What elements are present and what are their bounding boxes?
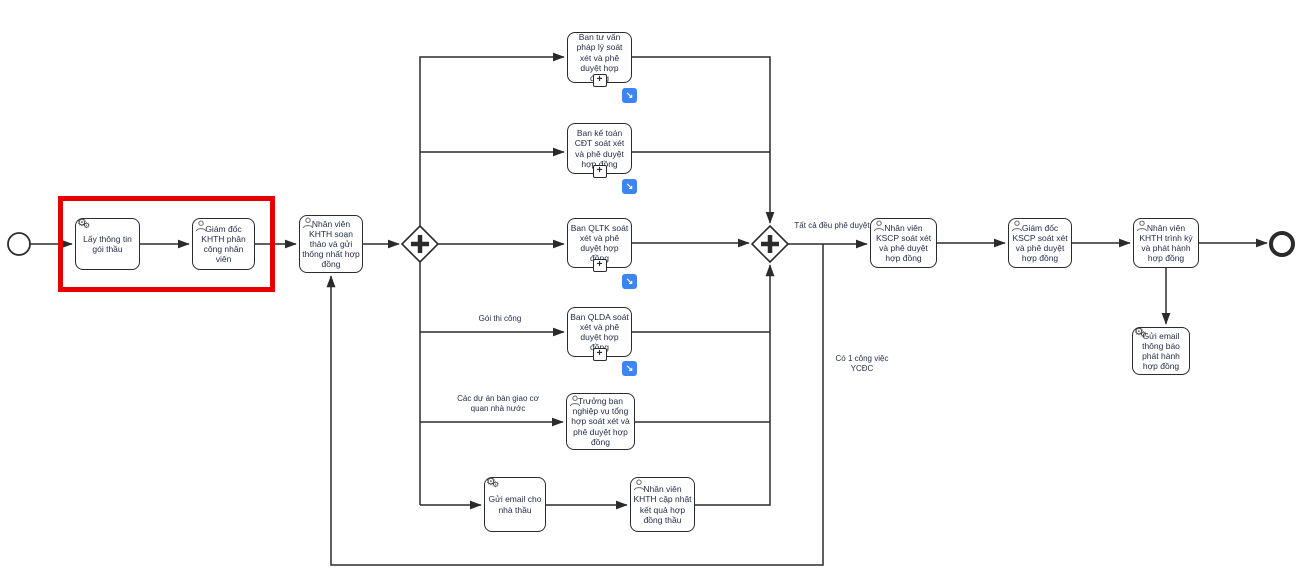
- task-gd-kscp-soat-xet[interactable]: Giám đốc KSCP soát xét và phê duyệt hợp …: [1008, 218, 1072, 268]
- gears-icon: ⚙⚙: [486, 476, 500, 489]
- task-label: Nhân viên KHTH cập nhật kết quả hợp đồng…: [633, 484, 692, 525]
- task-label: Nhân viên KSCP soát xét và phê duyệt hợp…: [875, 222, 932, 264]
- link-arrow-glyph: ↘: [625, 363, 634, 373]
- task-gui-email-thong-bao[interactable]: ⚙⚙ Gửi email thông báo phát hành hợp đồn…: [1132, 327, 1190, 375]
- end-event[interactable]: [1269, 231, 1295, 257]
- subprocess-plus-icon[interactable]: +: [592, 74, 607, 87]
- drill-down-link-icon[interactable]: ↘: [622, 274, 637, 289]
- task-label: Trưởng ban nghiệp vụ tổng hợp soát xét v…: [571, 396, 630, 447]
- task-label: Nhân viên KHTH soạn thảo và gửi thống nh…: [302, 218, 360, 270]
- task-label: Gửi email thông báo phát hành hợp đồng: [1142, 330, 1180, 372]
- link-arrow-glyph: ↘: [625, 276, 634, 286]
- task-gui-email-nha-thau[interactable]: ⚙⚙ Gửi email cho nhà thầu: [484, 477, 546, 532]
- task-label: Giám đốc KSCP soát xét và phê duyệt hợp …: [1012, 222, 1068, 264]
- task-label: Lấy thông tin gói thầu: [83, 233, 132, 254]
- task-truong-ban-nghiep-vu[interactable]: Trưởng ban nghiệp vụ tổng hợp soát xét v…: [566, 393, 635, 450]
- subprocess-ban-qltk[interactable]: Ban QLTK soát xét và phê duyệt hợp đồng …: [567, 218, 632, 272]
- task-label: Giám đốc KHTH phân công nhân viên: [201, 223, 246, 265]
- drill-down-link-icon[interactable]: ↘: [622, 179, 637, 194]
- subprocess-plus-icon[interactable]: +: [592, 348, 607, 361]
- link-arrow-glyph: ↘: [625, 181, 634, 191]
- start-event[interactable]: [7, 232, 31, 256]
- drill-down-link-icon[interactable]: ↘: [622, 361, 637, 376]
- subprocess-plus-icon[interactable]: +: [592, 165, 607, 178]
- link-arrow-glyph: ↘: [625, 90, 634, 100]
- plus-icon: [411, 235, 429, 253]
- task-lay-thong-tin[interactable]: ⚙⚙ Lấy thông tin gói thầu: [75, 218, 140, 270]
- parallel-gateway-join[interactable]: [750, 224, 790, 264]
- flow-branch-1-to-join: [632, 56, 775, 224]
- subprocess-ban-tu-van-phap-ly[interactable]: Ban tư vấn pháp lý soát xét và phê duyệt…: [567, 32, 632, 87]
- task-label: Ban QLDA soát xét và phê duyệt hợp đồng: [570, 311, 629, 352]
- parallel-gateway-split[interactable]: [400, 224, 440, 264]
- edge-label-co-1-cong-viec-ycdc: Có 1 công việc YCĐC: [835, 354, 889, 373]
- task-khth-cap-nhat-ket-qua[interactable]: Nhân viên KHTH cập nhật kết quả hợp đồng…: [630, 477, 695, 532]
- edge-label-tat-ca-deu-phe-duyet: Tất cả đều phê duyệt: [794, 221, 870, 230]
- task-label: Ban QLTK soát xét và phê duyệt hợp đồng: [570, 222, 629, 263]
- task-nv-kscp-soat-xet[interactable]: Nhân viên KSCP soát xét và phê duyệt hợp…: [870, 218, 937, 268]
- task-label: Ban kế toán CĐT soát xét và phê duyệt hợ…: [574, 128, 625, 169]
- subprocess-ban-ke-toan-cdt[interactable]: Ban kế toán CĐT soát xét và phê duyệt hợ…: [567, 123, 632, 178]
- subprocess-ban-qlda[interactable]: Ban QLDA soát xét và phê duyệt hợp đồng …: [567, 307, 632, 361]
- red-highlight-rectangle: [58, 196, 275, 292]
- edge-label-goi-thi-cong: Gói thi công: [478, 314, 522, 323]
- flow-split-branch-1: [419, 52, 565, 227]
- flow-branch-6-to-join: [695, 264, 775, 506]
- flow-loop-back-ycdc: [326, 244, 824, 566]
- task-khth-trinh-ky[interactable]: Nhân viên KHTH trình ký và phát hành hợp…: [1133, 218, 1199, 268]
- task-label: Nhân viên KHTH trình ký và phát hành hợp…: [1139, 222, 1193, 264]
- task-label: Gửi email cho nhà thầu: [488, 494, 542, 515]
- task-khth-soan-thao[interactable]: Nhân viên KHTH soạn thảo và gửi thống nh…: [299, 215, 363, 273]
- drill-down-link-icon[interactable]: ↘: [622, 88, 637, 103]
- plus-icon: [761, 235, 779, 253]
- edge-label-cac-du-an: Các dự án bàn giao cơ quan nhà nước: [457, 394, 539, 413]
- task-giam-doc-khth-phan-cong[interactable]: Giám đốc KHTH phân công nhân viên: [192, 218, 255, 270]
- subprocess-plus-icon[interactable]: +: [592, 259, 607, 272]
